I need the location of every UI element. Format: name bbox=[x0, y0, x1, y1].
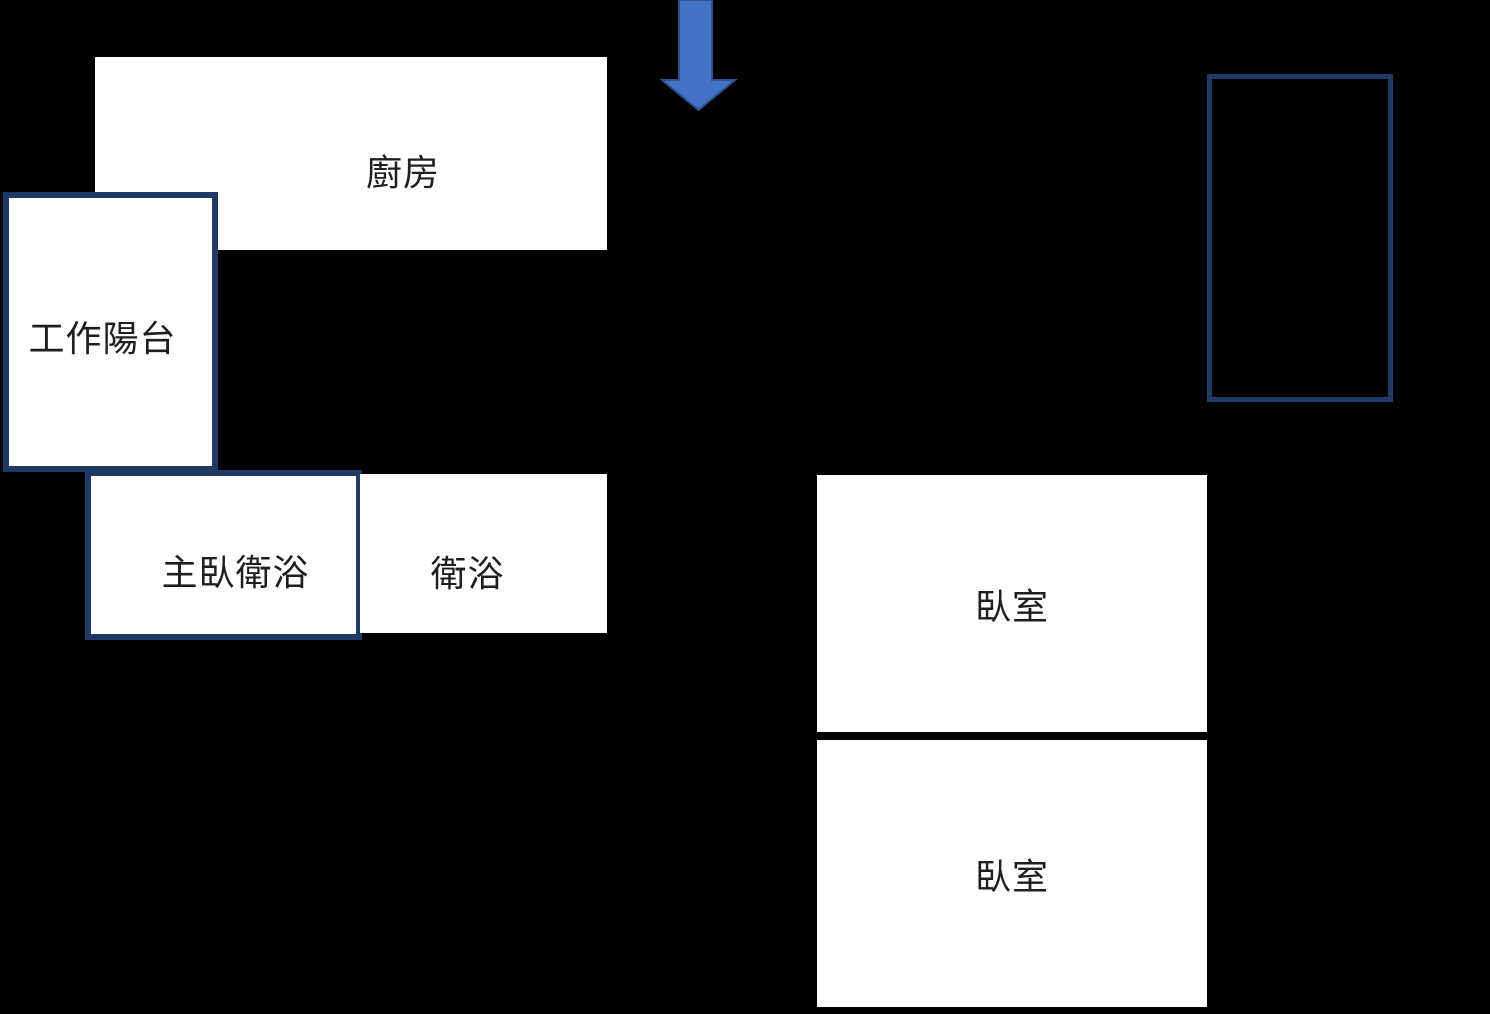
room-work-balcony-label: 工作陽台 bbox=[28, 319, 177, 359]
room-bedroom-1-label: 臥室 bbox=[974, 586, 1049, 627]
down-arrow-icon bbox=[655, 0, 745, 115]
room-bathroom-label: 衛浴 bbox=[430, 553, 505, 594]
room-master-bathroom-label: 主臥衛浴 bbox=[161, 553, 310, 593]
room-kitchen-label: 廚房 bbox=[365, 153, 441, 193]
room-bedroom-2: 臥室 bbox=[817, 740, 1207, 1007]
room-master-bathroom: 主臥衛浴 bbox=[85, 470, 362, 640]
room-unlabeled-outline bbox=[1207, 74, 1393, 402]
room-bathroom: 衛浴 bbox=[360, 474, 607, 633]
room-work-balcony: 工作陽台 bbox=[3, 192, 218, 472]
room-bedroom-2-label: 臥室 bbox=[974, 856, 1049, 897]
room-bedroom-1: 臥室 bbox=[817, 475, 1207, 732]
